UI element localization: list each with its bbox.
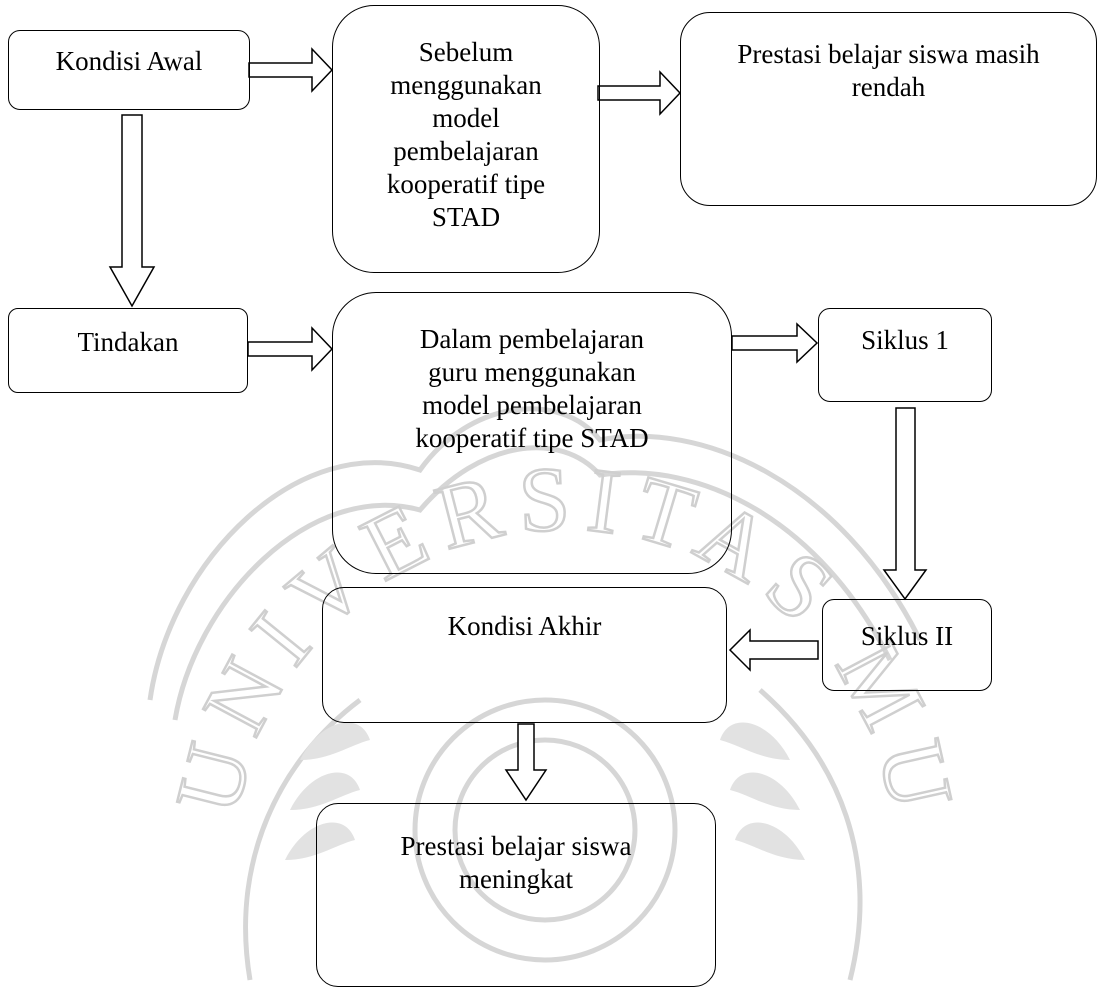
arrow-siklus1-to-siklus2: [882, 407, 928, 601]
sebelum-label: Sebelum menggunakan model pembelajaran k…: [386, 37, 546, 232]
arrow-kondisi-awal-to-tindakan: [108, 114, 156, 308]
arrow-dalam-to-siklus1: [731, 322, 819, 364]
arrow-tindakan-to-dalam: [247, 326, 334, 372]
kondisi-awal-label: Kondisi Awal: [55, 46, 203, 76]
siklus-1-box: Siklus 1: [818, 308, 992, 402]
dalam-pembelajaran-label: Dalam pembelajaran guru menggunakan mode…: [415, 324, 649, 453]
dalam-pembelajaran-box: Dalam pembelajaran guru menggunakan mode…: [332, 292, 732, 574]
prestasi-rendah-box: Prestasi belajar siswa masih rendah: [680, 12, 1097, 206]
arrow-kondisi-akhir-to-prestasi-meningkat: [504, 723, 548, 802]
siklus-2-box: Siklus II: [822, 599, 992, 691]
siklus-1-label: Siklus 1: [861, 325, 949, 355]
arrow-sebelum-to-prestasi-rendah: [597, 70, 682, 116]
prestasi-meningkat-label: Prestasi belajar siswa meningkat: [400, 831, 632, 894]
tindakan-box: Tindakan: [8, 308, 248, 393]
sebelum-box: Sebelum menggunakan model pembelajaran k…: [332, 5, 600, 273]
arrow-kondisi-awal-to-sebelum: [248, 47, 334, 93]
tindakan-label: Tindakan: [77, 327, 179, 357]
siklus-2-label: Siklus II: [860, 621, 954, 651]
arrow-siklus2-to-kondisi-akhir: [728, 628, 819, 672]
prestasi-rendah-label: Prestasi belajar siswa masih rendah: [737, 39, 1040, 102]
kondisi-awal-box: Kondisi Awal: [8, 30, 250, 110]
kondisi-akhir-label: Kondisi Akhir: [447, 611, 602, 641]
prestasi-meningkat-box: Prestasi belajar siswa meningkat: [316, 803, 716, 987]
kondisi-akhir-box: Kondisi Akhir: [322, 587, 727, 723]
